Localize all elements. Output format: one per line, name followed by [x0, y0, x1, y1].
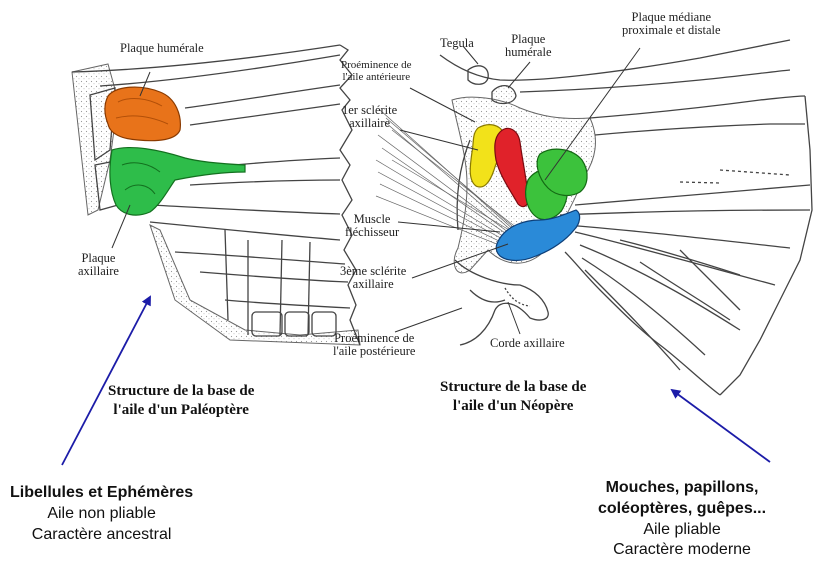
summary-neoptera-line2: Caractère moderne — [598, 540, 766, 561]
label-tegula: Tegula — [440, 37, 474, 50]
arrow-right — [672, 390, 770, 462]
label-first-axillary-sclerite: 1er sclérite axillaire — [342, 104, 397, 130]
label-flexor-muscle: Muscle fléchisseur — [345, 213, 399, 239]
label-anterior-line1: Proéminence de — [341, 60, 412, 72]
humeral-plate-left — [105, 87, 180, 141]
summary-neoptera-title-line1: Mouches, papillons, — [598, 478, 766, 499]
label-median-plate: Plaque médiane proximale et distale — [622, 11, 721, 37]
label-median-line2: proximale et distale — [622, 24, 721, 37]
label-sclerite3-line2: axillaire — [340, 278, 406, 291]
arrow-left — [62, 297, 150, 465]
summary-neoptera-line1: Aile pliable — [598, 520, 766, 541]
summary-paleoptera-line1: Aile non pliable — [10, 504, 193, 525]
summary-paleoptera-title: Libellules et Ephémères — [10, 483, 193, 504]
label-humeral-plate-left: Plaque humérale — [120, 42, 204, 55]
label-humeral-right-line2: humérale — [505, 46, 552, 59]
label-posterior-prominence: Proéminence de l'aile postérieure — [333, 332, 415, 358]
label-anterior-prominence: Proéminence de l'aile antérieure — [341, 60, 412, 83]
label-humeral-plate-right: Plaque humérale — [505, 33, 552, 59]
label-axillary-line2: axillaire — [78, 265, 119, 278]
caption-paleoptera: Structure de la base de l'aile d'un Palé… — [108, 382, 254, 420]
label-third-axillary-sclerite: 3ème sclérite axillaire — [340, 265, 406, 291]
caption-paleoptera-line2: l'aile d'un Paléoptère — [108, 401, 254, 420]
label-anterior-line2: l'aile antérieure — [341, 72, 412, 84]
summary-paleoptera-line2: Caractère ancestral — [10, 525, 193, 546]
summary-neoptera-title-line2: coléoptères, guêpes... — [598, 499, 766, 520]
caption-paleoptera-line1: Structure de la base de — [108, 382, 254, 401]
label-posterior-line2: l'aile postérieure — [333, 345, 415, 358]
axillary-plate-left — [110, 148, 245, 216]
label-sclerite1-line2: axillaire — [342, 117, 397, 130]
summary-paleoptera: Libellules et Ephémères Aile non pliable… — [10, 483, 193, 545]
caption-neoptera-line2: l'aile d'un Néopère — [440, 397, 586, 416]
label-axillary-plate-left: Plaque axillaire — [78, 252, 119, 278]
summary-neoptera: Mouches, papillons, coléoptères, guêpes.… — [598, 478, 766, 561]
caption-neoptera: Structure de la base de l'aile d'un Néop… — [440, 378, 586, 416]
label-muscle-line2: fléchisseur — [345, 226, 399, 239]
label-axillary-cord: Corde axillaire — [490, 337, 565, 350]
caption-neoptera-line1: Structure de la base de — [440, 378, 586, 397]
